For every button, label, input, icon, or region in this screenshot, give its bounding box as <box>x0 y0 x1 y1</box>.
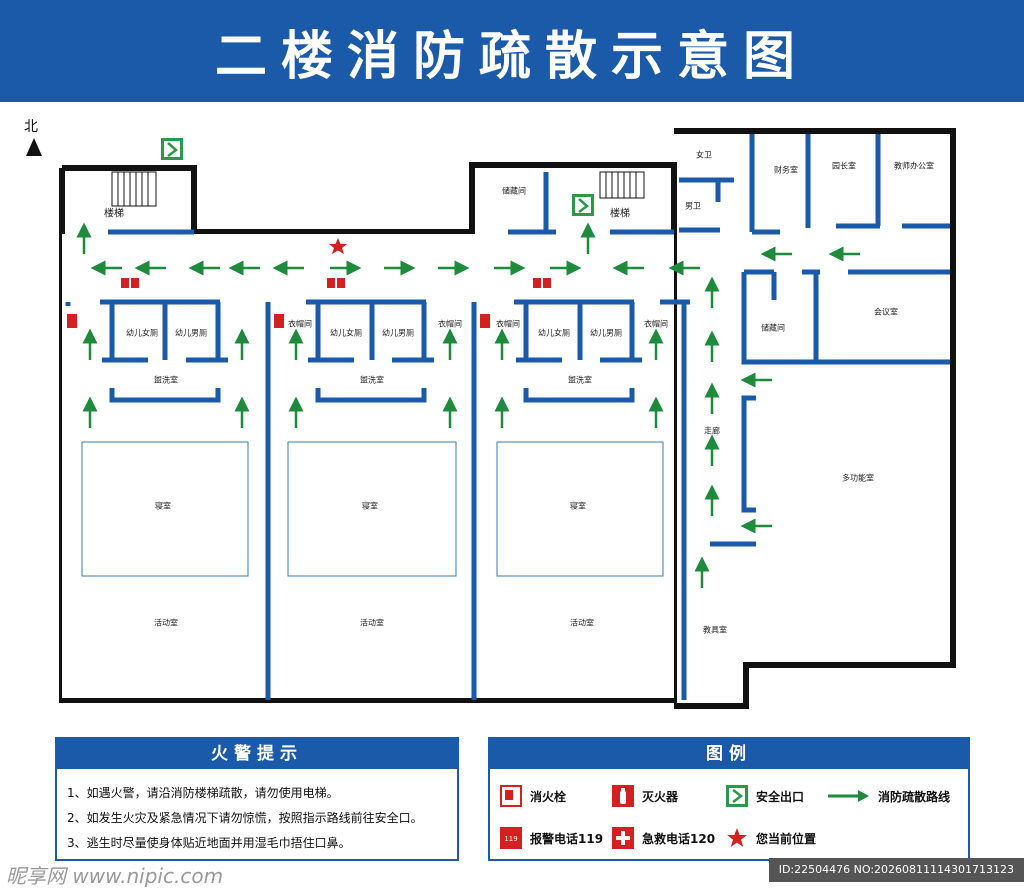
phone-119-icon-text: 119 <box>504 835 517 843</box>
room-label: 衣帽间 <box>496 319 520 329</box>
legend-emergency-label: 急救电话120 <box>642 832 716 846</box>
title-banner: 二楼消防疏散示意图 <box>0 0 1024 102</box>
exit-icon <box>726 785 748 807</box>
room-label: 幼儿男厕 <box>382 328 414 338</box>
room-label: 走廊 <box>704 426 720 436</box>
phone-119-icon: 119 <box>500 827 522 849</box>
room-label: 幼儿女厕 <box>126 328 158 338</box>
watermark-right: ID:22504476 NO:20260811114301713123 <box>768 858 1024 882</box>
outer-wall-right-block <box>674 128 956 709</box>
first-aid-icon <box>612 827 634 849</box>
exit-sign-right <box>572 194 594 216</box>
stairs-right <box>599 171 645 199</box>
room-label: 衣帽间 <box>438 319 462 329</box>
room-label: 寝室 <box>570 501 586 511</box>
fire-tips-heading: 火警提示 <box>57 739 457 769</box>
room-label: 寝室 <box>155 501 171 511</box>
room-label: 寝室 <box>362 501 378 511</box>
room-label: 男卫 <box>685 201 701 211</box>
stairs-left <box>111 171 157 207</box>
room-label: 储藏间 <box>502 186 526 196</box>
room-label: 幼儿女厕 <box>330 328 362 338</box>
legend-position-label: 您当前位置 <box>756 832 817 846</box>
room-label: 活动室 <box>154 618 178 628</box>
legend-extinguisher-label: 灭火器 <box>642 790 679 804</box>
exit-sign-left <box>161 138 183 160</box>
extinguisher-icon <box>612 785 634 807</box>
room-label: 楼梯 <box>610 208 630 220</box>
room-label: 活动室 <box>360 618 384 628</box>
room-label: 储藏间 <box>761 323 785 333</box>
room-label: 盥洗室 <box>154 375 178 385</box>
fire-equipment-markers <box>67 278 551 328</box>
room-label: 活动室 <box>570 618 594 628</box>
north-arrow-icon <box>26 138 42 156</box>
floor-right <box>677 134 950 662</box>
room-label: 盥洗室 <box>360 375 384 385</box>
room-label: 衣帽间 <box>288 319 312 329</box>
legend-alarm-label: 报警电话119 <box>530 832 604 846</box>
hydrant-icon <box>500 785 522 807</box>
room-label: 教具室 <box>703 625 727 635</box>
current-position-star <box>329 238 347 254</box>
room-label: 财务室 <box>774 165 798 175</box>
room-label: 教师办公室 <box>894 161 934 171</box>
bedroom-outlines <box>81 441 664 577</box>
room-label: 幼儿男厕 <box>175 328 207 338</box>
evacuation-routes <box>76 222 860 588</box>
room-label: 女卫 <box>696 150 712 160</box>
room-label: 楼梯 <box>104 208 124 220</box>
page-title: 二楼消防疏散示意图 <box>214 27 809 87</box>
legend-route-label: 消防疏散路线 <box>878 790 951 804</box>
legend-panel: 图例 消火栓 灭火器 安全出口 消防疏散路线 119 报警电话119 急救电话1… <box>488 737 970 861</box>
legend-hydrant-label: 消火栓 <box>530 790 567 804</box>
fire-tip-item: 1、如遇火警，请沿消防楼梯疏散，请勿使用电梯。 <box>67 786 339 800</box>
room-label: 园长室 <box>832 161 856 171</box>
fire-tip-item: 2、如发生火灾及紧急情况下请勿惊慌，按照指示路线前往安全口。 <box>67 811 423 825</box>
room-label: 多功能室 <box>842 473 874 483</box>
room-label: 盥洗室 <box>568 375 592 385</box>
legend-exit-label: 安全出口 <box>756 790 805 804</box>
watermark-left: 昵享网 www.nipic.com <box>6 864 224 888</box>
room-label: 幼儿男厕 <box>590 328 622 338</box>
route-arrow-icon <box>828 790 869 802</box>
legend-heading: 图例 <box>490 739 968 769</box>
north-label: 北 <box>24 119 38 135</box>
interior-walls <box>65 134 950 700</box>
fire-tip-item: 3、逃生时尽量使身体贴近地面并用湿毛巾捂住口鼻。 <box>67 836 351 850</box>
fire-tips-panel: 火警提示 1、如遇火警，请沿消防楼梯疏散，请勿使用电梯。 2、如发生火灾及紧急情… <box>55 737 459 861</box>
star-icon <box>727 828 747 847</box>
room-label: 衣帽间 <box>644 319 668 329</box>
room-label: 幼儿女厕 <box>538 328 570 338</box>
room-label: 会议室 <box>874 307 898 317</box>
